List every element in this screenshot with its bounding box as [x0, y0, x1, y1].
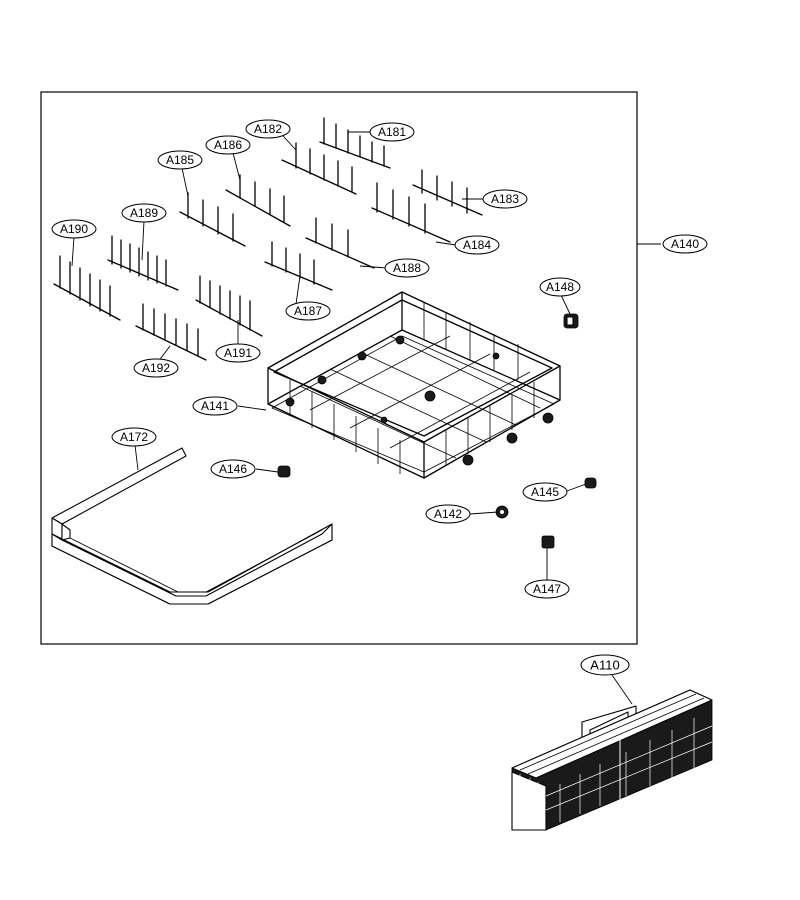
label-a182: A182	[245, 119, 291, 139]
clip-a145	[584, 477, 597, 489]
label-a147-text: A147	[533, 582, 561, 596]
assembly-frame	[40, 91, 638, 645]
label-a185: A185	[157, 150, 203, 170]
tine-row-a189	[107, 235, 179, 291]
clip-a147	[541, 535, 555, 549]
label-a146-text: A146	[219, 462, 247, 476]
rail-a172	[51, 447, 333, 605]
label-a181-text: A181	[378, 125, 406, 139]
label-a142-text: A142	[434, 507, 462, 521]
tine-row-a183	[412, 169, 483, 216]
label-a187-text: A187	[294, 304, 322, 318]
tine-row-a186	[225, 174, 291, 227]
label-a145-text: A145	[531, 485, 559, 499]
label-a185-text: A185	[166, 153, 194, 167]
label-a189-text: A189	[130, 206, 158, 220]
label-a189: A189	[121, 203, 167, 223]
label-a190: A190	[51, 219, 97, 239]
label-a183-text: A183	[491, 192, 519, 206]
label-a141: A141	[192, 396, 238, 416]
label-a142: A142	[425, 504, 471, 524]
clip-a146	[277, 465, 291, 478]
label-a188-text: A188	[393, 261, 421, 275]
label-a146: A146	[210, 459, 256, 479]
cutlery-basket-a110	[511, 689, 713, 831]
label-a110-text: A110	[590, 658, 619, 673]
label-a145: A145	[522, 482, 568, 502]
tine-row-a182	[281, 142, 357, 195]
label-a181: A181	[369, 122, 415, 142]
tine-row-a185	[179, 192, 246, 247]
label-a172-text: A172	[120, 430, 148, 444]
label-a172: A172	[111, 427, 157, 447]
label-a183: A183	[482, 189, 528, 209]
wheel-a142	[495, 505, 509, 519]
label-a191: A191	[215, 343, 261, 363]
tine-row-a188	[305, 217, 375, 269]
label-a140: A140	[662, 234, 708, 254]
tine-row-a192	[135, 303, 207, 361]
label-a186: A186	[205, 135, 251, 155]
label-a147: A147	[524, 579, 570, 599]
label-a192-text: A192	[142, 361, 170, 375]
label-a140-text: A140	[671, 237, 699, 251]
label-a110: A110	[580, 654, 630, 676]
label-a148-text: A148	[546, 280, 574, 294]
label-a187: A187	[285, 301, 331, 321]
lower-rack-a141	[267, 291, 561, 479]
label-a192: A192	[133, 358, 179, 378]
label-a182-text: A182	[254, 122, 282, 136]
tine-row-a181	[319, 117, 391, 169]
label-a184-text: A184	[463, 238, 491, 252]
tine-row-a190	[53, 255, 121, 321]
label-a188: A188	[384, 258, 430, 278]
label-a184: A184	[454, 235, 500, 255]
clip-a148	[563, 313, 579, 329]
leader-lines	[71, 131, 661, 705]
tine-row-a187	[264, 241, 333, 291]
label-a141-text: A141	[201, 399, 229, 413]
label-a191-text: A191	[224, 346, 252, 360]
label-a186-text: A186	[214, 138, 242, 152]
tine-row-a191	[195, 275, 263, 337]
label-a148: A148	[539, 277, 581, 297]
tine-row-a184	[371, 182, 451, 243]
label-a190-text: A190	[60, 222, 88, 236]
